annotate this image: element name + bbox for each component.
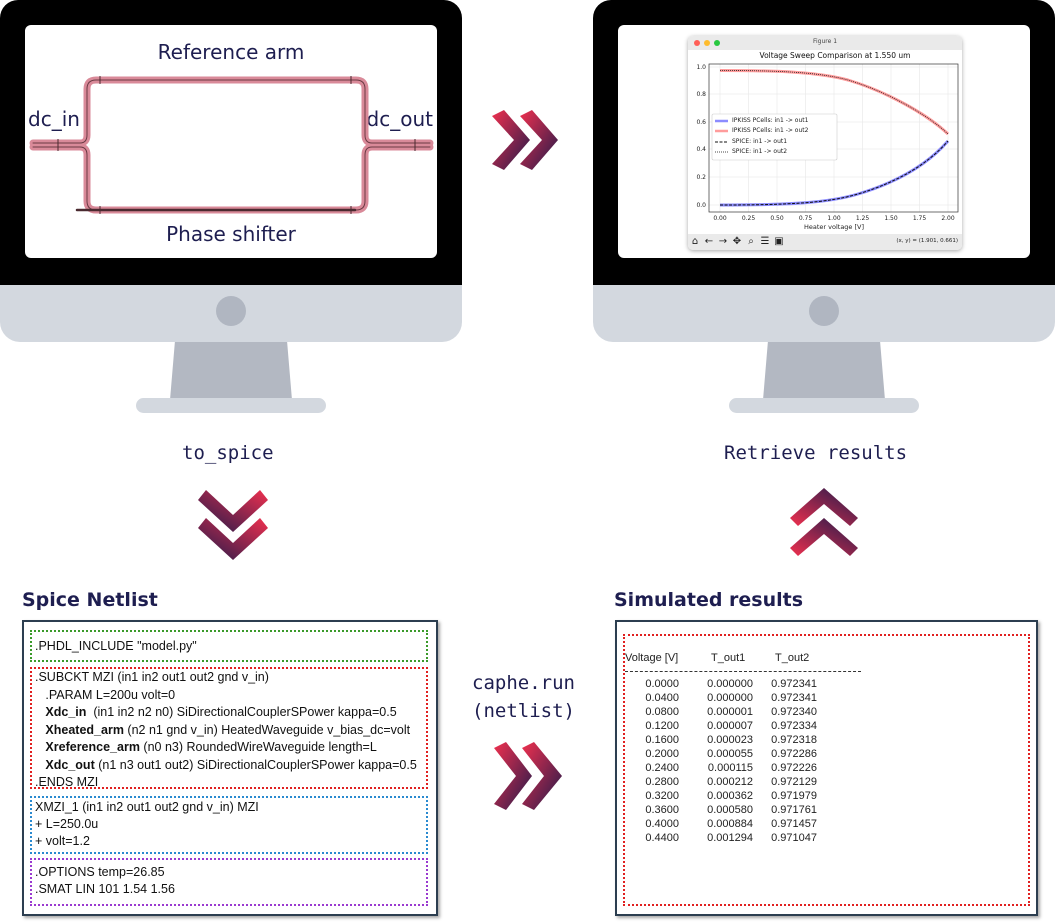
netlist-line: .PHDL_INCLUDE "model.py" xyxy=(35,639,197,653)
svg-text:0.25: 0.25 xyxy=(742,215,756,222)
retrieve-results-label: Retrieve results xyxy=(724,442,908,464)
svg-text:0.0: 0.0 xyxy=(696,202,706,209)
svg-text:1.50: 1.50 xyxy=(884,215,898,222)
mzi-waveguide-layout xyxy=(29,76,434,214)
dc-out-label: dc_out xyxy=(366,107,433,131)
legend-entry-ipkiss-out1: IPKISS PCells: in1 -> out1 xyxy=(732,117,809,124)
spice-netlist-panel: .PHDL_INCLUDE "model.py" .SUBCKT MZI (in… xyxy=(22,620,438,916)
column-header-t-out1: T_out1 xyxy=(711,652,746,664)
window-titlebar: Figure 1 xyxy=(688,36,962,50)
forward-icon[interactable]: → xyxy=(718,236,728,247)
netlist-line: Xreference_arm (n0 n3) RoundedWireWavegu… xyxy=(45,740,377,754)
configure-icon[interactable]: ☰ xyxy=(760,236,770,247)
double-chevron-down-icon xyxy=(198,490,268,560)
netlist-line: XMZI_1 (in1 in2 out1 out2 gnd v_in) MZI xyxy=(35,800,259,814)
layout-screen: Reference arm Phase shifter dc_in dc_out xyxy=(25,25,437,258)
netlist-line: Xdc_out (n1 n3 out1 out2) SiDirectionalC… xyxy=(45,757,417,772)
to-spice-label: to_spice xyxy=(182,442,274,464)
options-block: .OPTIONS temp=26.85 .SMAT LIN 101 1.54 1… xyxy=(30,858,428,906)
legend-entry-spice-out1: SPICE: in1 -> out1 xyxy=(732,138,788,145)
svg-text:Heater voltage [V]: Heater voltage [V] xyxy=(804,223,864,231)
caphe-run-label-line2: (netlist) xyxy=(472,700,575,722)
column-header-t-out2: T_out2 xyxy=(775,652,810,664)
include-block: .PHDL_INCLUDE "model.py" xyxy=(30,630,428,662)
subckt-block: .SUBCKT MZI (in1 in2 out1 out2 gnd v_in)… xyxy=(30,667,428,789)
svg-text:0.75: 0.75 xyxy=(799,215,813,222)
chart-title: Voltage Sweep Comparison at 1.550 um xyxy=(759,51,911,60)
svg-text:0.4: 0.4 xyxy=(696,146,706,153)
minimize-window-button[interactable] xyxy=(704,40,710,46)
legend-entry-ipkiss-out2: IPKISS PCells: in1 -> out2 xyxy=(732,127,809,134)
monitor-stand xyxy=(170,342,292,400)
svg-text:1.25: 1.25 xyxy=(856,215,870,222)
window-title: Figure 1 xyxy=(812,38,838,45)
spice-netlist-heading: Spice Netlist xyxy=(22,589,158,611)
instance-block: XMZI_1 (in1 in2 out1 out2 gnd v_in) MZI … xyxy=(30,796,428,854)
netlist-line: .OPTIONS temp=26.85 xyxy=(35,865,165,879)
phase-shifter-label: Phase shifter xyxy=(166,222,296,246)
svg-text:0.8: 0.8 xyxy=(696,91,706,98)
layout-monitor: Reference arm Phase shifter dc_in dc_out xyxy=(0,0,462,420)
dc-in-label: dc_in xyxy=(28,107,80,131)
simulated-results-heading: Simulated results xyxy=(614,589,804,611)
caphe-run-label-line1: caphe.run xyxy=(472,672,575,694)
monitor-logo-dot xyxy=(216,296,246,326)
legend-entry-spice-out2: SPICE: in1 -> out2 xyxy=(732,148,788,155)
header-separator xyxy=(625,671,861,672)
reference-arm-label: Reference arm xyxy=(157,40,305,64)
results-dotted-frame xyxy=(623,634,1030,906)
matplotlib-figure-window: Figure 1 Voltage Sweep Comparison at 1.5… xyxy=(688,36,962,250)
netlist-line: .SUBCKT MZI (in1 in2 out1 out2 gnd v_in) xyxy=(35,670,269,684)
netlist-line: .ENDS MZI xyxy=(35,775,99,789)
voltage-sweep-chart: 0.0 0.2 0.4 0.6 0.8 1.0 0.00 0.25 0.50 0.75 1.00 1… xyxy=(696,63,959,231)
netlist-line: Xheated_arm (n2 n1 gnd v_in) HeatedWaveg… xyxy=(45,722,411,737)
svg-text:0.00: 0.00 xyxy=(713,215,727,222)
back-icon[interactable]: ← xyxy=(704,236,714,247)
svg-text:1.00: 1.00 xyxy=(827,215,841,222)
netlist-line: Xdc_in (in1 in2 n2 n0) SiDirectionalCoup… xyxy=(45,705,397,719)
save-icon[interactable]: ▣ xyxy=(774,236,784,247)
close-window-button[interactable] xyxy=(694,40,700,46)
pan-icon[interactable]: ✥ xyxy=(732,236,742,247)
svg-text:0.2: 0.2 xyxy=(696,174,706,181)
figure-toolbar: ⌂ ← → ✥ ⌕ ☰ ▣ (x, y) = (1.901, 0.661) xyxy=(688,234,962,250)
home-icon[interactable]: ⌂ xyxy=(691,236,699,247)
svg-text:1.0: 1.0 xyxy=(696,64,706,71)
svg-text:1.75: 1.75 xyxy=(913,215,927,222)
monitor-stand xyxy=(763,342,885,400)
svg-text:0.6: 0.6 xyxy=(696,119,706,126)
svg-text:2.00: 2.00 xyxy=(941,215,955,222)
double-chevron-up-icon xyxy=(790,488,858,556)
cursor-coordinates: (x, y) = (1.901, 0.661) xyxy=(896,238,958,244)
netlist-line: + L=250.0u xyxy=(35,817,99,831)
svg-text:0.50: 0.50 xyxy=(770,215,784,222)
monitor-logo-dot xyxy=(809,296,839,326)
double-chevron-right-icon xyxy=(494,742,562,810)
maximize-window-button[interactable] xyxy=(714,40,720,46)
netlist-line: + volt=1.2 xyxy=(35,834,90,848)
zoom-icon[interactable]: ⌕ xyxy=(748,236,754,247)
netlist-line: .PARAM L=200u volt=0 xyxy=(35,687,176,702)
monitor-base xyxy=(729,398,919,413)
column-header-voltage: Voltage [V] xyxy=(625,652,679,664)
netlist-line: .SMAT LIN 101 1.54 1.56 xyxy=(35,882,175,896)
double-chevron-right-icon xyxy=(492,110,558,170)
monitor-base xyxy=(136,398,326,413)
